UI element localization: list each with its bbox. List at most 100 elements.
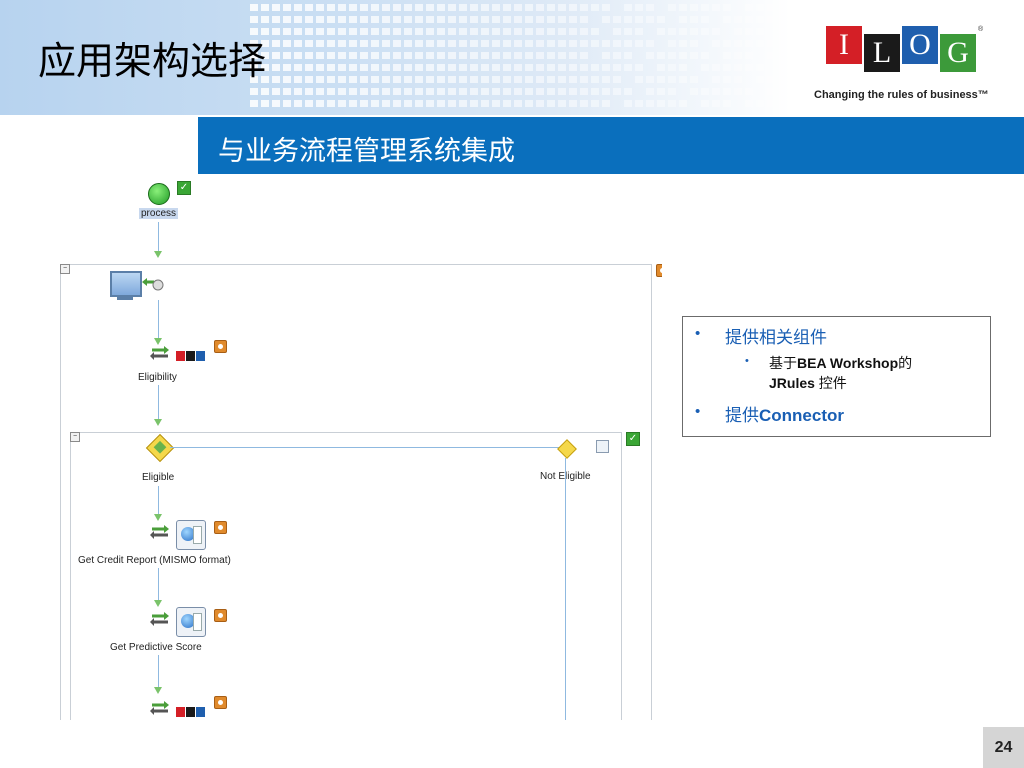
web-service-icon[interactable] [176, 607, 206, 637]
node-label-process[interactable]: process [139, 208, 179, 219]
header-band [0, 0, 790, 115]
header-dot [481, 28, 489, 35]
header-dot [602, 16, 610, 23]
header-dot [437, 76, 445, 83]
node-properties-icon[interactable] [214, 521, 227, 534]
header-dot [492, 64, 500, 71]
header-dot [712, 100, 720, 107]
header-dot [404, 100, 412, 107]
header-dot [712, 76, 720, 83]
monitor-icon[interactable] [110, 271, 142, 297]
header-dot [756, 76, 764, 83]
header-dot [646, 52, 654, 59]
header-dot [426, 88, 434, 95]
node-properties-icon[interactable] [214, 340, 227, 353]
header-dot [679, 52, 687, 59]
node-label-eligible[interactable]: Eligible [142, 472, 175, 483]
header-dot [470, 88, 478, 95]
node-label-get-credit-report[interactable]: Get Credit Report (MISMO format) [78, 555, 231, 566]
header-dot [371, 52, 379, 59]
header-dot [459, 16, 467, 23]
header-dot [481, 40, 489, 47]
header-dot [525, 88, 533, 95]
header-dot [690, 4, 698, 11]
header-dot [778, 88, 786, 95]
bullet-icon: • [695, 325, 701, 342]
header-dot [404, 52, 412, 59]
header-dot [745, 52, 753, 59]
header-dot [503, 40, 511, 47]
header-dot [580, 16, 588, 23]
header-dot [338, 100, 346, 107]
scope-properties-icon[interactable] [656, 264, 662, 277]
header-dot [602, 76, 610, 83]
header-dot [701, 16, 709, 23]
header-dot [283, 88, 291, 95]
header-dot [690, 40, 698, 47]
header-dot [536, 28, 544, 35]
ilog-rules-icon[interactable] [176, 704, 206, 717]
node-properties-icon[interactable] [214, 696, 227, 709]
header-dot [305, 76, 313, 83]
header-dot [492, 28, 500, 35]
header-dot [657, 52, 665, 59]
header-dot [591, 64, 599, 71]
header-dot [756, 64, 764, 71]
header-dot [635, 40, 643, 47]
header-dot [613, 52, 621, 59]
node-properties-icon[interactable] [214, 609, 227, 622]
header-dot [426, 76, 434, 83]
header-dot [327, 52, 335, 59]
ilog-logo: I L O G ® Changing the rules of business… [812, 12, 1012, 107]
callout-item-workshop-line2: JRules 控件 [769, 375, 847, 391]
header-dot [393, 88, 401, 95]
header-dot [360, 52, 368, 59]
header-dot [723, 64, 731, 71]
header-dot [591, 76, 599, 83]
start-circle-icon[interactable] [148, 183, 170, 205]
header-dot [404, 28, 412, 35]
header-dot [558, 88, 566, 95]
header-dot [305, 52, 313, 59]
ilog-rules-icon[interactable] [176, 348, 206, 361]
header-dot [503, 76, 511, 83]
header-dot [492, 52, 500, 59]
header-dot [382, 40, 390, 47]
header-dot [635, 64, 643, 71]
header-dot [712, 88, 720, 95]
header-dot [745, 64, 753, 71]
header-dot [789, 40, 790, 47]
header-dot [503, 88, 511, 95]
header-dot [536, 4, 544, 11]
header-dot [525, 40, 533, 47]
header-dot [360, 16, 368, 23]
header-dot [536, 100, 544, 107]
header-dot [503, 52, 511, 59]
header-dot [261, 64, 269, 71]
header-dot [591, 28, 599, 35]
header-dot [481, 4, 489, 11]
header-dot [525, 64, 533, 71]
collapse-icon[interactable]: − [60, 264, 70, 274]
node-label-get-predictive-score[interactable]: Get Predictive Score [110, 642, 202, 653]
node-label-eligibility[interactable]: Eligibility [138, 372, 177, 383]
header-dot [305, 100, 313, 107]
header-dot [602, 100, 610, 107]
header-dot [426, 52, 434, 59]
header-dot [734, 40, 742, 47]
header-dot [294, 16, 302, 23]
header-dot [481, 52, 489, 59]
branch-line [170, 447, 562, 448]
header-dot [338, 4, 346, 11]
header-dot [437, 100, 445, 107]
header-dot [690, 16, 698, 23]
header-dot [349, 52, 357, 59]
web-service-icon[interactable] [176, 520, 206, 550]
header-dot [635, 16, 643, 23]
grid-icon[interactable] [596, 440, 609, 453]
header-dot [569, 52, 577, 59]
header-dot [635, 76, 643, 83]
collapse-icon[interactable]: − [70, 432, 80, 442]
header-dot [558, 52, 566, 59]
swap-arrows-icon [150, 611, 169, 627]
